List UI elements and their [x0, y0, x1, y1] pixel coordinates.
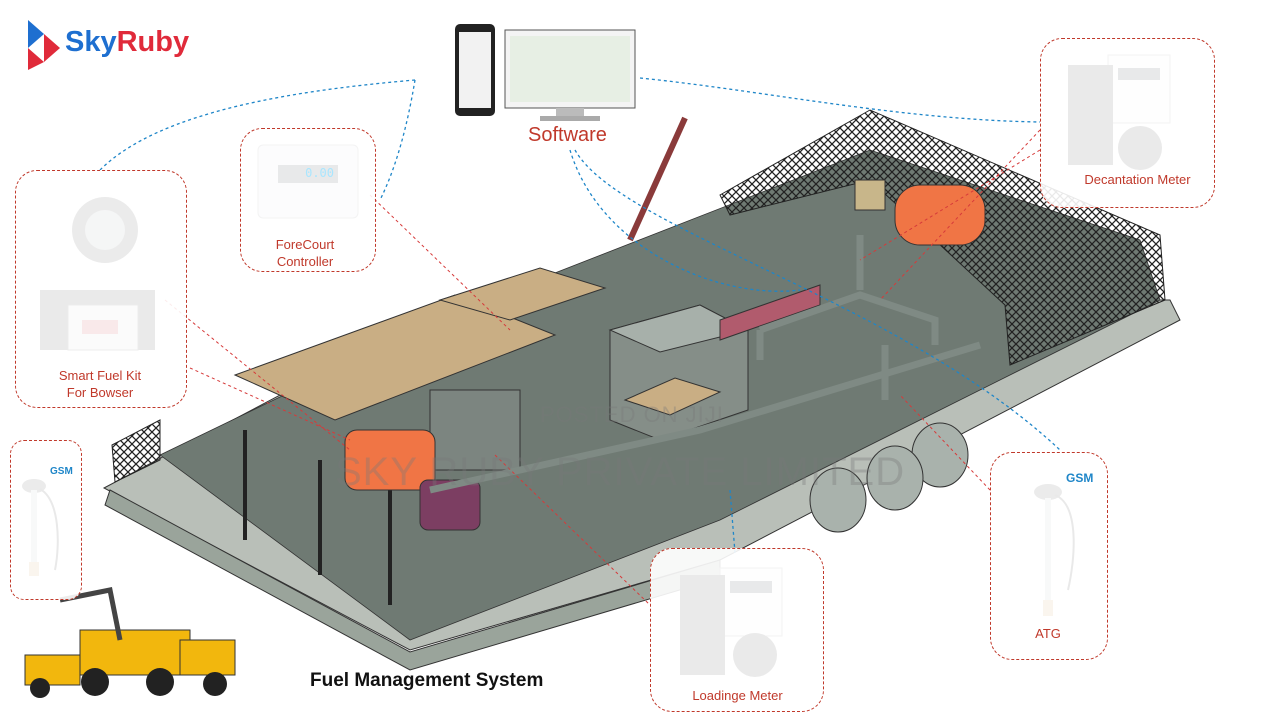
canopies [233, 267, 722, 605]
forecourt-display-readout: 0.00 [305, 166, 334, 180]
watermark-line1: POSTED ON JIJI [540, 402, 724, 427]
tanks [344, 179, 986, 533]
building-blocks [429, 284, 821, 471]
forecourt-controller-label: ForeCourt Controller [275, 237, 335, 269]
mining-vehicles-icon [24, 587, 236, 698]
atg-label: ATG [1035, 626, 1061, 641]
brand-part-sky: Sky [65, 26, 117, 58]
pipes [429, 235, 982, 494]
software-label: Software [528, 124, 607, 146]
smart-fuel-kit-callout [15, 170, 187, 408]
gsm-probe-callout [10, 440, 82, 600]
hose-boom [627, 116, 688, 242]
smart-fuel-kit-label: Smart Fuel Kit For Bowser [58, 368, 142, 400]
brand-name: SkyRuby [65, 26, 189, 59]
skyruby-logo-icon [28, 20, 60, 70]
brand-part-ruby: Ruby [116, 26, 190, 58]
forecourt-controller-callout [240, 128, 376, 272]
decantation-meter-callout [1040, 38, 1215, 208]
diagram-title: Fuel Management System [310, 670, 544, 691]
atg-callout [990, 452, 1108, 660]
atg-gsm-label: GSM [1066, 471, 1094, 485]
loading-meter-label: Loadinge Meter [692, 688, 783, 703]
loading-meter-callout [650, 548, 824, 712]
watermark-line2: SKY RUBY PRIVATE LIMITED [335, 450, 906, 494]
monitor-icon [455, 24, 636, 121]
decantation-meter-label: Decantation Meter [1084, 172, 1191, 187]
pointer-lines [164, 129, 1041, 606]
gsm-label: GSM [50, 466, 73, 477]
wireless-links [99, 77, 1061, 554]
